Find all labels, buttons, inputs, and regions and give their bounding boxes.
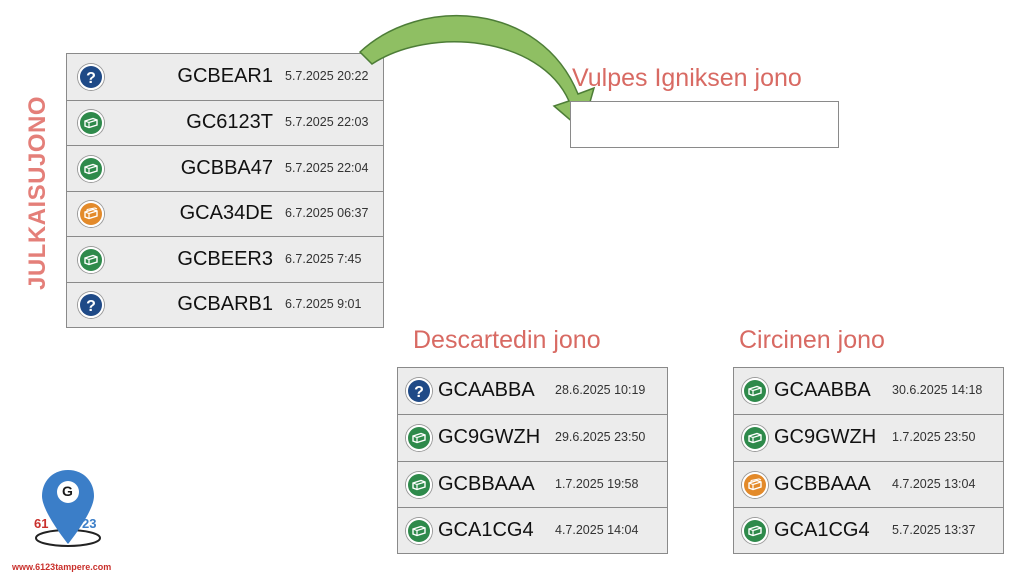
cache-code: GCBEER3 [177,247,273,270]
queue-row: GCA1CG4 4.7.2025 14:04 [398,506,667,553]
queue-date: 4.7.2025 14:04 [555,522,639,537]
cache-code: GCBBA47 [180,156,273,179]
cache-code: GCAABBA [774,379,871,402]
queue-date: 5.7.2025 22:03 [285,115,369,130]
logo-letter: G [62,483,73,499]
vulpes-queue-box [570,101,839,148]
traditional-green-icon [78,246,104,273]
queue-date: 1.7.2025 19:58 [555,476,639,491]
queue-date: 4.7.2025 13:04 [892,476,976,491]
queue-row: ? GCBARB1 6.7.2025 9:01 [67,281,383,328]
question-icon: ? [78,292,104,319]
queue-row: GCA34DE 6.7.2025 06:37 [67,190,383,237]
queue-date: 5.7.2025 20:22 [285,68,369,83]
cache-code: GCBARB1 [177,293,273,316]
cache-code: GCBBAAA [774,472,871,495]
queue-date: 1.7.2025 23:50 [892,430,976,445]
cache-code: GCA1CG4 [774,518,870,541]
traditional-green-icon [78,155,104,182]
queue-row: GCBEER3 6.7.2025 7:45 [67,236,383,282]
queue-date: 28.6.2025 10:19 [555,383,646,398]
cache-code: GCBBAAA [438,472,535,495]
logo: G 61 23 [28,466,108,558]
cache-code: GCAABBA [438,379,535,402]
queue-date: 29.6.2025 23:50 [555,430,646,445]
queue-date: 30.6.2025 14:18 [892,383,983,398]
map-pin-icon [35,470,101,547]
queue-date: 6.7.2025 06:37 [285,206,369,221]
queue-row: GCBBAAA 4.7.2025 13:04 [734,460,1003,507]
julkaisujono-label: JULKAISUJONO [24,95,51,290]
traditional-green-icon [742,517,768,544]
cache-code: GCA34DE [179,202,273,225]
website-link[interactable]: www.6123tampere.com [12,562,112,572]
traditional-green-icon [406,517,432,544]
traditional-green-icon [742,425,768,452]
circinen-queue-title: Circinen jono [739,326,885,354]
multi-orange-icon [742,471,768,498]
queue-row: ? GCAABBA 28.6.2025 10:19 [398,368,667,414]
queue-row: GCAABBA 30.6.2025 14:18 [734,368,1003,414]
vulpes-queue-title: Vulpes Igniksen jono [572,64,802,92]
svg-text:?: ? [414,384,424,401]
question-icon: ? [78,63,104,90]
cache-code: GC6123T [186,111,273,134]
queue-row: GCBBA47 5.7.2025 22:04 [67,145,383,191]
svg-text:?: ? [86,298,96,315]
queue-row: GC9GWZH 29.6.2025 23:50 [398,414,667,460]
queue-row: GC6123T 5.7.2025 22:03 [67,99,383,146]
queue-row: GC9GWZH 1.7.2025 23:50 [734,414,1003,460]
multi-orange-icon [78,201,104,228]
cache-code: GCBEAR1 [177,64,273,87]
logo-left-number: 61 [34,516,49,531]
traditional-green-icon [742,378,768,405]
traditional-green-icon [406,425,432,452]
logo-right-number: 23 [82,516,97,531]
queue-row: ? GCBEAR1 5.7.2025 20:22 [67,54,383,100]
traditional-green-icon [406,471,432,498]
cache-code: GCA1CG4 [438,518,534,541]
question-icon: ? [406,378,432,405]
traditional-green-icon [78,110,104,137]
queue-date: 6.7.2025 9:01 [285,297,362,312]
queue-row: GCBBAAA 1.7.2025 19:58 [398,460,667,507]
cache-code: GC9GWZH [438,426,541,449]
queue-date: 5.7.2025 13:37 [892,522,976,537]
queue-row: GCA1CG4 5.7.2025 13:37 [734,506,1003,553]
queue-date: 5.7.2025 22:04 [285,160,369,175]
cache-code: GC9GWZH [774,426,877,449]
svg-text:?: ? [86,70,96,87]
descartes-queue-title: Descartedin jono [413,326,601,354]
queue-date: 6.7.2025 7:45 [285,251,362,266]
